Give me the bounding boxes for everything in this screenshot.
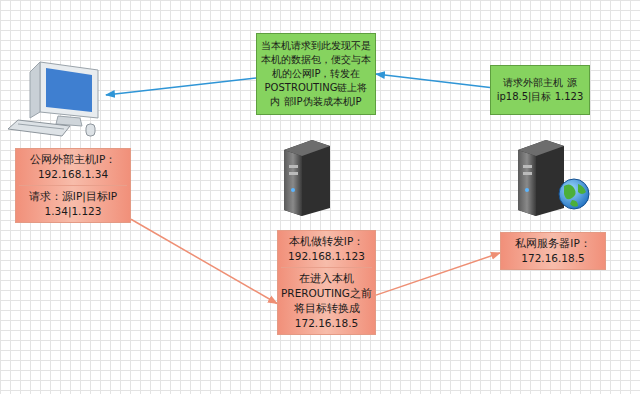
box-text: 请求：源IP|目标IP 1.34|1.123 — [19, 185, 127, 219]
host-box: 公网外部主机IP： 192.168.1.34请求：源IP|目标IP 1.34|1… — [15, 148, 131, 223]
box-text: 请求外部主机 源ip18.5|目标 1.123 — [494, 76, 586, 104]
flow-arrow — [131, 219, 277, 303]
box-text: 在进入本机 PREROUTING之前 将目标转换成 172.16.18.5 — [281, 267, 372, 331]
box-text: 本机做转发IP： 192.168.1.123 — [281, 234, 372, 264]
flow-arrow — [376, 253, 500, 295]
note-box: 请求外部主机 源ip18.5|目标 1.123 — [490, 65, 590, 115]
computer-icon — [8, 62, 98, 136]
note-box: 当本机请求到此发现不是 本机的数据包，便交与本 机的公网IP，转发在 POSTR… — [256, 33, 376, 115]
server-icon — [284, 140, 330, 216]
flow-arrow — [376, 74, 490, 88]
server-icon — [518, 140, 589, 216]
box-text: 私网服务器IP： 172.16.18.5 — [504, 236, 602, 266]
host-box: 私网服务器IP： 172.16.18.5 — [500, 232, 606, 270]
host-box: 本机做转发IP： 192.168.1.123在进入本机 PREROUTING之前… — [277, 230, 376, 335]
box-text: 公网外部主机IP： 192.168.1.34 — [19, 152, 127, 182]
box-text: 当本机请求到此发现不是 本机的数据包，便交与本 机的公网IP，转发在 POSTR… — [260, 39, 372, 109]
return-arrow — [106, 78, 256, 95]
